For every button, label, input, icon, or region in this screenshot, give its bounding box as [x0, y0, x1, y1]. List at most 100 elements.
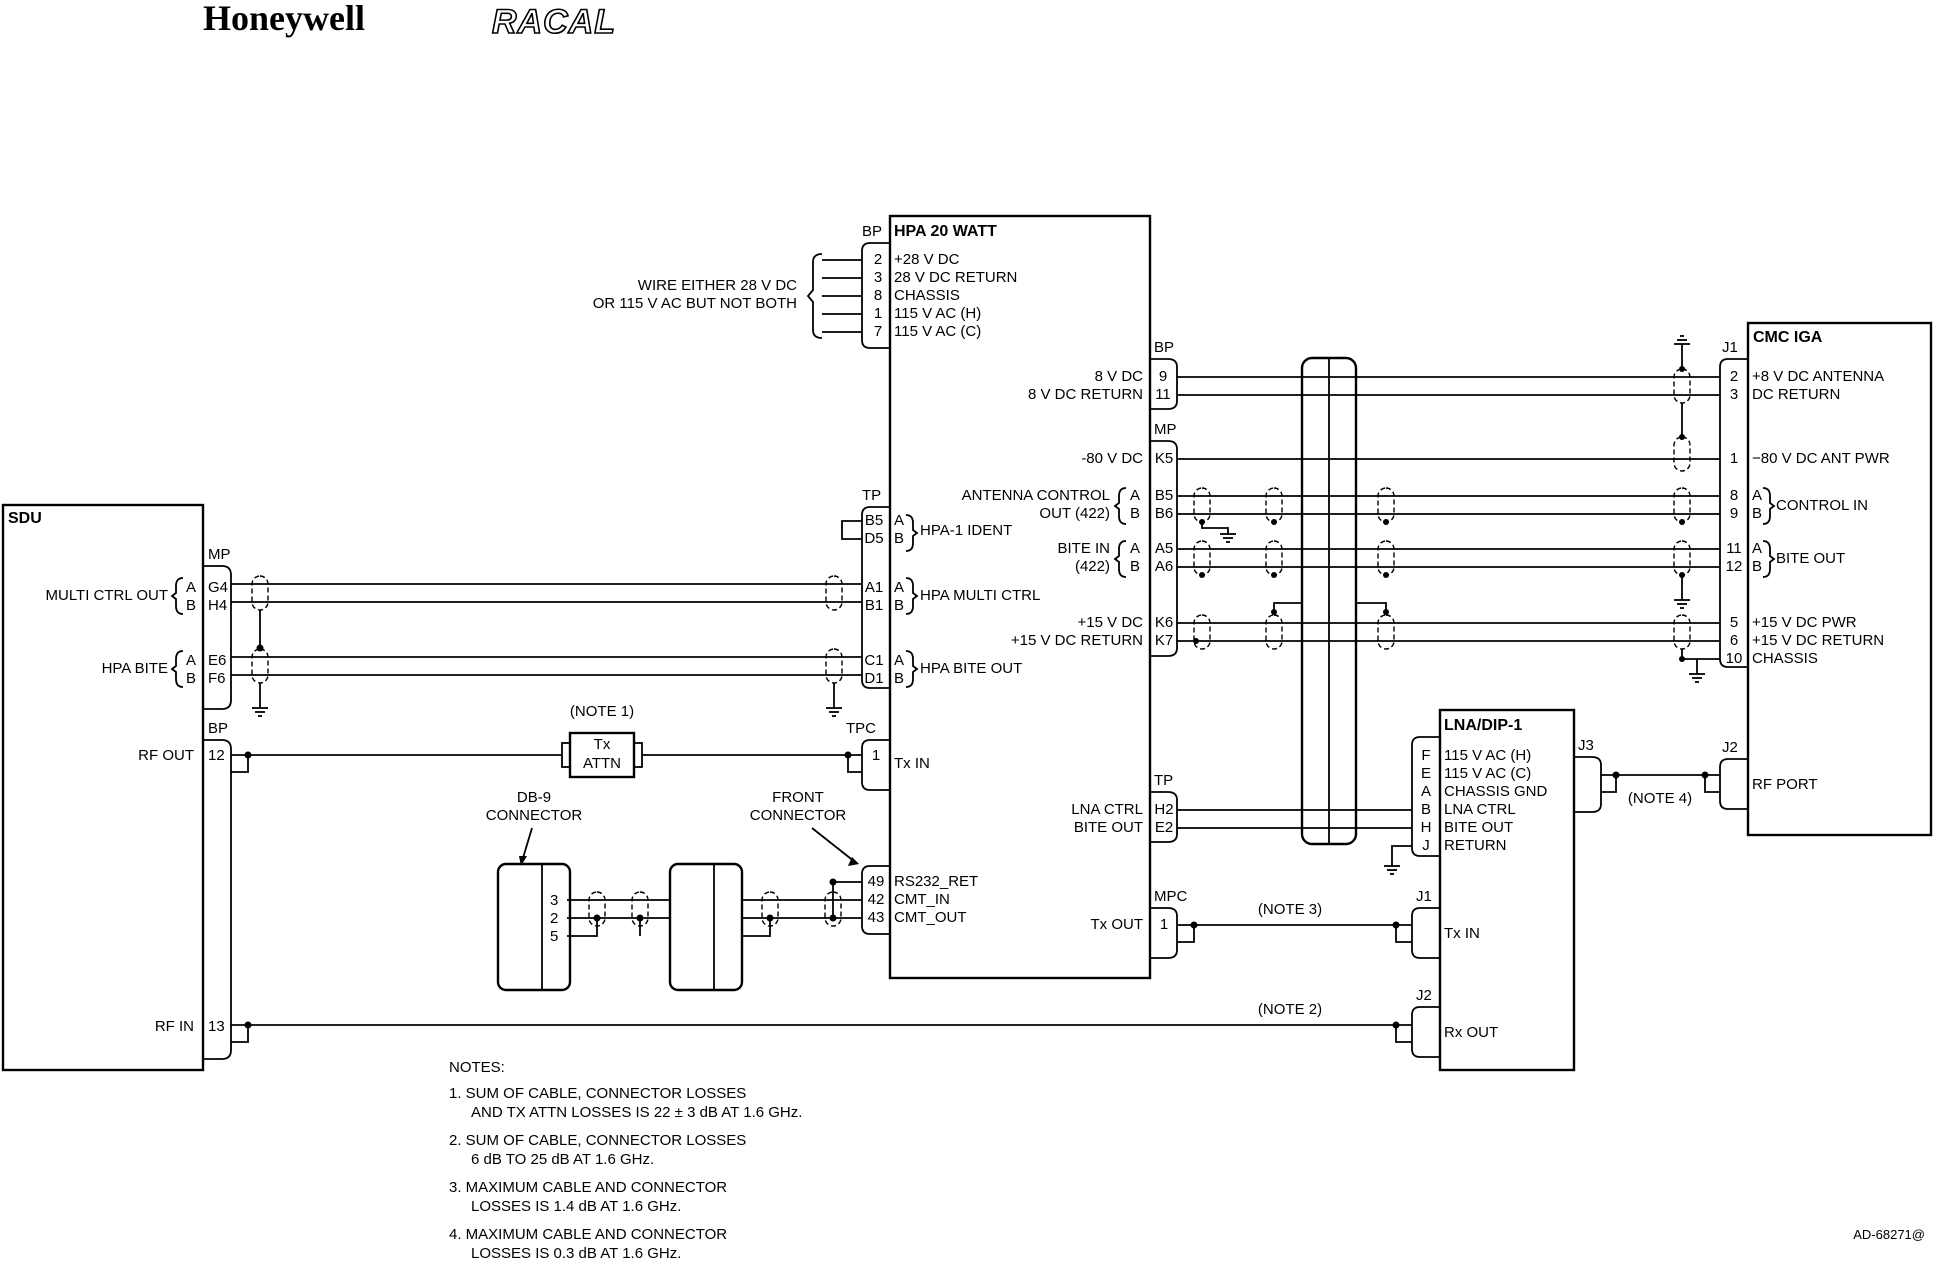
svg-text:E6: E6 — [208, 652, 226, 669]
svg-text:115 V AC (H): 115 V AC (H) — [1444, 747, 1531, 764]
svg-text:LOSSES IS 0.3 dB AT 1.6 GHz.: LOSSES IS 0.3 dB AT 1.6 GHz. — [471, 1245, 681, 1262]
front-connector-wires: FRONT CONNECTOR — [567, 789, 862, 937]
lna-to-cmc-rf-wire: (NOTE 4) — [1601, 771, 1720, 807]
svg-text:B: B — [1130, 558, 1140, 575]
lna-dip-unit: LNA/DIP-1 F E A B H J 115 V AC (H) 115 V… — [1411, 708, 1602, 1072]
svg-text:RETURN: RETURN — [1444, 837, 1507, 854]
cmc-iga-title: CMC IGA — [1753, 329, 1823, 346]
hpa-ident-label: HPA-1 IDENT — [920, 522, 1012, 539]
svg-text:49: 49 — [868, 873, 885, 890]
svg-text:B1: B1 — [865, 597, 883, 614]
svg-text:(422): (422) — [1075, 558, 1110, 575]
svg-text:E2: E2 — [1155, 819, 1173, 836]
svg-text:J2: J2 — [1416, 987, 1432, 1004]
svg-text:A: A — [894, 512, 904, 529]
honeywell-logo: Honeywell — [203, 0, 365, 38]
note3-label: (NOTE 3) — [1258, 901, 1322, 918]
svg-text:1: 1 — [1730, 450, 1738, 467]
svg-text:J3: J3 — [1578, 737, 1594, 754]
svg-text:CMT_OUT: CMT_OUT — [894, 909, 967, 926]
db9-label: DB-9 — [517, 789, 551, 806]
svg-text:MP: MP — [208, 546, 231, 563]
svg-text:H4: H4 — [208, 597, 227, 614]
svg-text:2: 2 — [1730, 368, 1738, 385]
svg-text:B: B — [894, 530, 904, 547]
cmc-bite-out-label: BITE OUT — [1776, 550, 1845, 567]
sdu-rf-out-label: RF OUT — [138, 747, 194, 764]
svg-text:RS232_RET: RS232_RET — [894, 873, 978, 890]
svg-text:9: 9 — [1730, 505, 1738, 522]
svg-text:3: 3 — [874, 269, 882, 286]
lna-dip-title: LNA/DIP-1 — [1444, 717, 1522, 734]
svg-text:B: B — [894, 670, 904, 687]
svg-text:H2: H2 — [1154, 801, 1173, 818]
svg-text:C1: C1 — [864, 652, 883, 669]
svg-text:E: E — [1421, 765, 1431, 782]
svg-text:H: H — [1421, 819, 1432, 836]
svg-text:RACAL: RACAL — [492, 3, 616, 41]
svg-text:11: 11 — [1155, 386, 1171, 403]
notes-block: NOTES: 1. SUM OF CABLE, CONNECTOR LOSSES… — [449, 1059, 802, 1262]
wire-either-note: WIRE EITHER 28 V DC — [638, 277, 797, 294]
hpa-bite-wires — [231, 648, 862, 717]
svg-text:12: 12 — [208, 747, 225, 764]
svg-text:G4: G4 — [208, 579, 228, 596]
svg-text:43: 43 — [868, 909, 885, 926]
svg-text:A: A — [1421, 783, 1431, 800]
svg-text:F: F — [1421, 747, 1430, 764]
svg-text:A5: A5 — [1155, 540, 1173, 557]
hpa-multi-ctrl-label: HPA MULTI CTRL — [920, 587, 1040, 604]
svg-text:TP: TP — [862, 487, 881, 504]
svg-text:CHASSIS: CHASSIS — [1752, 650, 1818, 667]
svg-text:8: 8 — [1730, 487, 1738, 504]
svg-text:DC RETURN: DC RETURN — [1752, 386, 1840, 403]
svg-text:A: A — [1752, 487, 1762, 504]
svg-text:−80 V DC ANT PWR: −80 V DC ANT PWR — [1752, 450, 1890, 467]
svg-text:1: 1 — [872, 747, 880, 764]
svg-text:8 V DC RETURN: 8 V DC RETURN — [1028, 386, 1143, 403]
svg-text:10: 10 — [1726, 650, 1743, 667]
svg-text:J2: J2 — [1722, 739, 1738, 756]
sdu-title: SDU — [8, 510, 42, 527]
rf-in-wire: (NOTE 2) — [231, 1001, 1412, 1043]
racal-logo: RACAL — [491, 2, 616, 42]
svg-text:BP: BP — [1154, 339, 1174, 356]
svg-text:TPC: TPC — [846, 720, 876, 737]
svg-text:9: 9 — [1159, 368, 1167, 385]
svg-text:6 dB TO 25 dB AT 1.6 GHz.: 6 dB TO 25 dB AT 1.6 GHz. — [471, 1151, 654, 1168]
svg-text:+8 V DC ANTENNA: +8 V DC ANTENNA — [1752, 368, 1884, 385]
svg-text:B: B — [1421, 801, 1431, 818]
lna-tx-in-label: Tx IN — [1444, 925, 1480, 942]
svg-text:A6: A6 — [1155, 558, 1173, 575]
svg-text:3: 3 — [1730, 386, 1738, 403]
svg-text:A: A — [1130, 540, 1140, 557]
sdu-multi-ctrl-label: MULTI CTRL OUT — [46, 587, 169, 604]
svg-text:5: 5 — [550, 928, 558, 945]
svg-text:B: B — [1752, 558, 1762, 575]
notes-header: NOTES: — [449, 1059, 505, 1076]
svg-text:CHASSIS: CHASSIS — [894, 287, 960, 304]
tx-out-wire: (NOTE 3) — [1177, 901, 1412, 943]
svg-text:A: A — [1130, 487, 1140, 504]
sdu-rf-in-label: RF IN — [155, 1018, 194, 1035]
svg-text:A: A — [1752, 540, 1762, 557]
cmc-iga-unit: CMC IGA J1 2 3 1 8 9 11 12 5 6 10 +8 V D… — [1719, 321, 1933, 837]
svg-text:+15 V DC RETURN: +15 V DC RETURN — [1011, 632, 1143, 649]
svg-text:11: 11 — [1726, 540, 1742, 557]
svg-text:B: B — [1130, 505, 1140, 522]
rf-out-wire: Tx ATTN (NOTE 1) — [231, 703, 862, 779]
svg-text:OR 115 V AC BUT NOT BOTH: OR 115 V AC BUT NOT BOTH — [593, 295, 797, 312]
svg-text:K7: K7 — [1155, 632, 1173, 649]
note1-label: (NOTE 1) — [570, 703, 634, 720]
svg-text:2. SUM OF CABLE, CONNECTOR LO: 2. SUM OF CABLE, CONNECTOR LOSSES — [449, 1132, 746, 1149]
cmc-rf-port-label: RF PORT — [1752, 776, 1818, 793]
svg-text:B: B — [186, 597, 196, 614]
svg-text:1: 1 — [1160, 916, 1168, 933]
svg-text:OUT (422): OUT (422) — [1039, 505, 1110, 522]
adapter-connector — [668, 862, 744, 992]
svg-text:1: 1 — [874, 305, 882, 322]
svg-text:13: 13 — [208, 1018, 225, 1035]
svg-text:A: A — [894, 652, 904, 669]
svg-text:A: A — [186, 652, 196, 669]
